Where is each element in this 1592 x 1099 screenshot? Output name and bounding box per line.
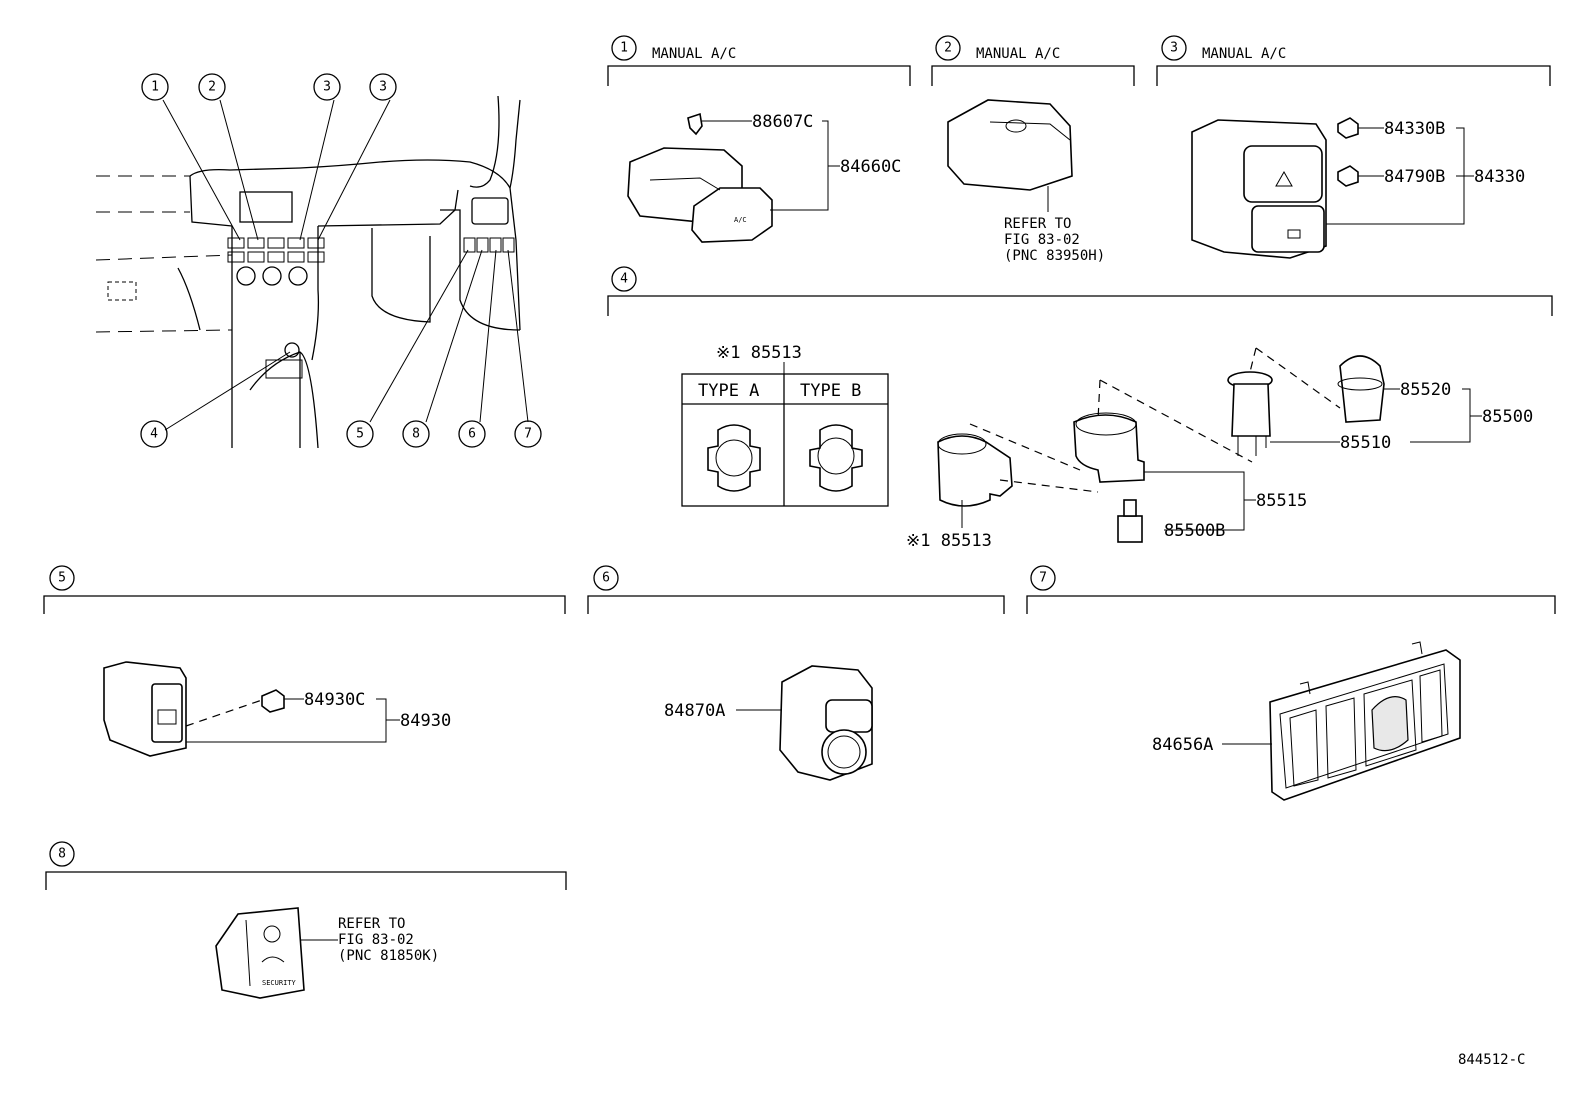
part-85520: 85520 [1400, 380, 1451, 400]
part-84330: 84330 [1474, 167, 1525, 187]
part-85513-bottom: ※1 85513 [906, 531, 992, 551]
section-2-number: 2 [944, 41, 952, 56]
callout-2: 2 [208, 80, 216, 95]
part-84870A: 84870A [664, 701, 725, 721]
section-3-title: MANUAL A/C [1202, 46, 1286, 62]
part-84790B: 84790B [1384, 167, 1445, 187]
section-4: 4 ※1 85513 TYPE A TYPE B ※1 85513 85515 … [607, 266, 1553, 551]
overview-callouts: 1 2 3 3 4 5 8 6 7 [140, 73, 542, 448]
section-6: 6 84870A [587, 565, 1005, 781]
part-85515: 85515 [1256, 491, 1307, 511]
refer2-line1: REFER TO [1004, 216, 1071, 232]
part-84660C: 84660C [840, 157, 901, 177]
section-5-number: 5 [58, 571, 66, 586]
part-84930: 84930 [400, 711, 451, 731]
section-1-title: MANUAL A/C [652, 46, 736, 62]
callout-6: 6 [468, 427, 476, 442]
dashboard-overview: 1 2 3 3 4 5 8 6 7 [95, 73, 542, 449]
part-84656A: 84656A [1152, 735, 1213, 755]
part-84930C: 84930C [304, 690, 365, 710]
section-5: 5 84930C 84930 [43, 565, 566, 757]
figure-id: 844512-C [1458, 1052, 1525, 1068]
section-6-number: 6 [602, 571, 610, 586]
part-88607C: 88607C [752, 112, 813, 132]
section-3-number: 3 [1170, 41, 1178, 56]
section-7-number: 7 [1039, 571, 1047, 586]
callout-3a: 3 [323, 80, 331, 95]
section-1-number: 1 [620, 41, 628, 56]
section-8: 8 SECURITY REFER TO FIG 83-02 (PNC 81850… [45, 841, 567, 999]
type-table [681, 373, 889, 507]
section-4-number: 4 [620, 272, 628, 287]
callout-3b: 3 [379, 80, 387, 95]
security-button-text: SECURITY [262, 979, 297, 987]
part-85500B: 85500B [1164, 521, 1225, 541]
part-85510: 85510 [1340, 433, 1391, 453]
refer2-line2: FIG 83-02 [1004, 232, 1080, 248]
refer2-line3: (PNC 83950H) [1004, 248, 1105, 264]
section-1: 1 MANUAL A/C A/C 88607C 84660C [607, 35, 911, 243]
section-2: 2 MANUAL A/C REFER TO FIG 83-02 (PNC 839… [931, 35, 1135, 264]
section-3: 3 MANUAL A/C 84330B 84790B 84330 [1156, 35, 1551, 259]
callout-8: 8 [412, 427, 420, 442]
callout-4: 4 [150, 427, 158, 442]
type-b-label: TYPE B [800, 381, 861, 401]
callout-5: 5 [356, 427, 364, 442]
type-a-label: TYPE A [698, 381, 759, 401]
callout-1: 1 [151, 80, 159, 95]
refer8-line1: REFER TO [338, 916, 405, 932]
refer8-line3: (PNC 81850K) [338, 948, 439, 964]
section-2-title: MANUAL A/C [976, 46, 1060, 62]
section-7: 7 84656A [1026, 565, 1556, 801]
refer8-line2: FIG 83-02 [338, 932, 414, 948]
part-85513-top: ※1 85513 [716, 343, 802, 363]
part-85500: 85500 [1482, 407, 1533, 427]
ac-button-text: A/C [734, 216, 747, 224]
callout-7: 7 [524, 427, 532, 442]
section-8-number: 8 [58, 847, 66, 862]
part-84330B: 84330B [1384, 119, 1445, 139]
